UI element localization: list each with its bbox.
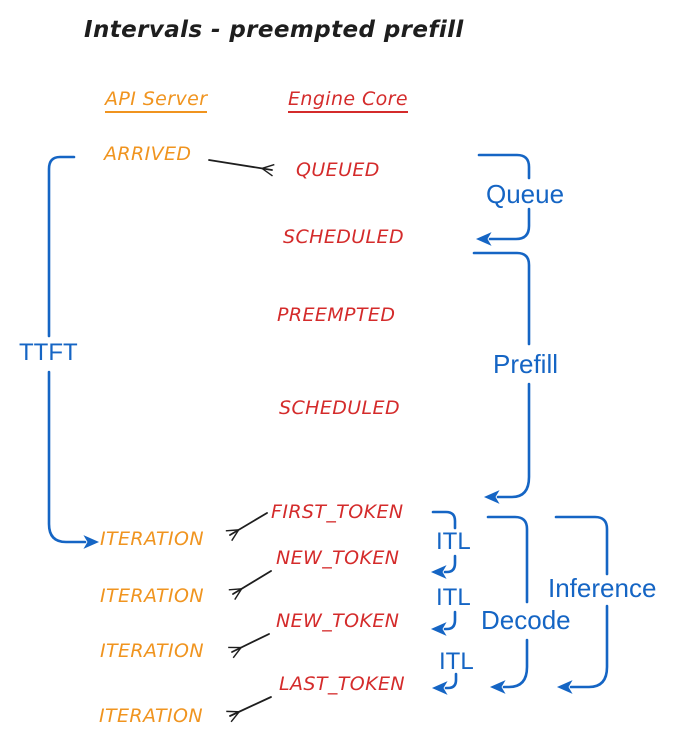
- column-header-api-server: API Server: [105, 89, 208, 113]
- interval-decode-label: Decode: [481, 605, 571, 635]
- column-header-engine-core: Engine Core: [288, 89, 408, 113]
- event-first-token: FIRST_TOKEN: [271, 501, 404, 523]
- ttft-bracket-bottom-arrow: [47, 370, 100, 549]
- event-iteration-3: ITERATION: [100, 640, 205, 662]
- arrow-last-token-to-iteration: [230, 696, 272, 716]
- interval-itl-label-3: ITL: [439, 648, 474, 675]
- itl-bracket-top: [431, 510, 457, 530]
- itl-arrow-1: [430, 554, 457, 579]
- event-iteration-1: ITERATION: [100, 528, 205, 550]
- event-iteration-2: ITERATION: [100, 585, 205, 607]
- prefill-bracket-arrow: [483, 382, 531, 504]
- arrow-arrived-to-queued: [208, 159, 272, 170]
- arrow-new-token1-to-iteration: [233, 570, 272, 594]
- interval-prefill-label: Prefill: [493, 349, 559, 379]
- interval-itl-label-2: ITL: [436, 584, 471, 611]
- itl-arrow-3: [431, 672, 458, 695]
- queue-bracket-arrow: [475, 207, 531, 246]
- event-iteration-4: ITERATION: [99, 705, 204, 727]
- event-arrived: ARRIVED: [104, 143, 192, 165]
- diagram-title: Intervals - preempted prefill: [84, 17, 464, 43]
- event-new-token-1: NEW_TOKEN: [276, 547, 400, 569]
- inference-bracket-top: [554, 515, 609, 576]
- interval-inference-label: Inference: [548, 573, 657, 603]
- event-scheduled-1: SCHEDULED: [283, 226, 404, 248]
- interval-queue-label: Queue: [486, 179, 565, 209]
- event-scheduled-2: SCHEDULED: [279, 397, 400, 419]
- prefill-bracket-top: [472, 251, 531, 346]
- arrow-new-token2-to-iteration: [232, 633, 270, 652]
- event-last-token: LAST_TOKEN: [279, 673, 405, 695]
- arrow-first-token-to-iteration: [230, 512, 268, 535]
- event-queued: QUEUED: [296, 159, 380, 181]
- interval-ttft-label: TTFT: [19, 339, 78, 366]
- inference-bracket-arrow: [556, 604, 609, 694]
- ttft-bracket-top: [47, 155, 76, 338]
- decode-bracket-arrow: [489, 638, 529, 694]
- decode-bracket-top: [486, 515, 529, 604]
- queue-bracket-top: [477, 153, 531, 180]
- interval-itl-label-1: ITL: [436, 528, 471, 555]
- itl-arrow-2: [430, 610, 457, 636]
- event-preempted: PREEMPTED: [277, 304, 396, 326]
- event-new-token-2: NEW_TOKEN: [276, 610, 400, 632]
